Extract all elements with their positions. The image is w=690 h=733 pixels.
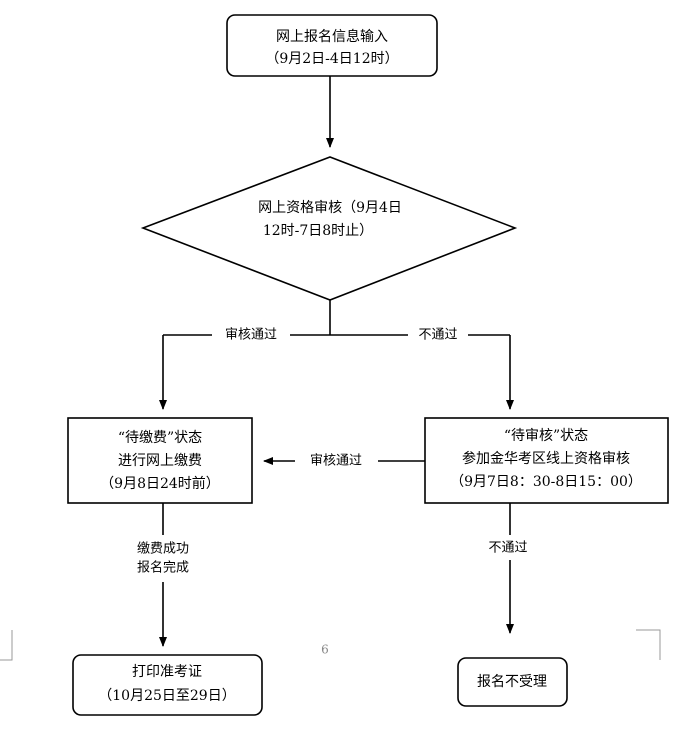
page-number: 6 [321,643,329,657]
pending-line-2: 参加金华考区线上资格审核 [462,450,630,467]
print-line-1: 打印准考证 [132,663,202,680]
node-pay [67,417,253,504]
pending-line-3: （9月7日8：30-8日15：00） [450,474,642,490]
edge-pay-done-2: 报名完成 [137,560,189,576]
pay-line-3: （9月8日24时前） [100,475,220,492]
pay-line-1: “待缴费”状态 [118,430,202,446]
node-review [140,156,518,301]
node-print [72,654,263,716]
edge-pending-fail: 不通过 [488,541,527,556]
print-line-2: （10月25日至29日） [98,688,235,704]
input-line-1: 网上报名信息输入 [276,28,388,45]
input-line-2: （9月2日-4日12时） [265,51,398,67]
edge-review-fail: 不通过 [418,328,457,343]
edge-pending-pass: 审核通过 [310,454,362,469]
edge-pay-done-1: 缴费成功 [137,542,189,557]
page-corner-marks [0,629,661,661]
edge-review-pass: 审核通过 [225,328,277,343]
reject-label: 报名不受理 [477,674,547,690]
pending-line-1: “待审核”状态 [504,428,588,444]
review-line-2: 12时-7日8时止） [263,223,373,239]
node-input [226,14,438,77]
pay-line-2: 进行网上缴费 [118,453,202,469]
review-line-1: 网上资格审核（9月4日 [258,200,402,216]
node-reject [457,657,568,707]
